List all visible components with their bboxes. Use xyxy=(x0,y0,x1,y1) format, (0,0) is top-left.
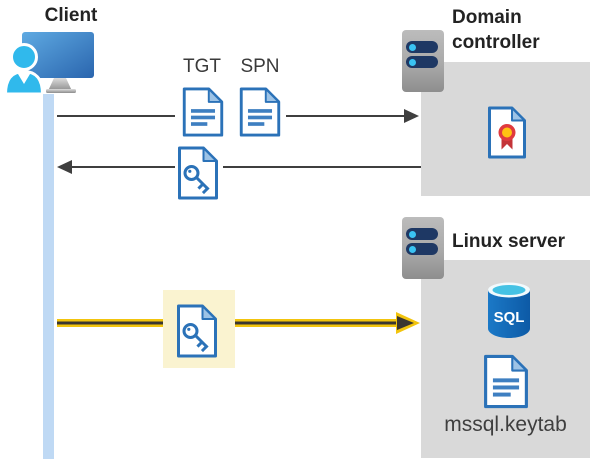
auth-arrowhead-icon xyxy=(397,316,414,330)
certificate-document-icon xyxy=(488,106,526,159)
reply-arrow-line xyxy=(223,166,421,168)
auth-arrow-line xyxy=(235,319,398,327)
tgt-label: TGT xyxy=(183,56,221,77)
server-led-icon xyxy=(409,58,416,66)
server-led-icon xyxy=(409,230,416,238)
linux-server-label: Linux server xyxy=(452,231,565,252)
spn-label: SPN xyxy=(240,56,280,77)
request-arrow-line xyxy=(57,115,175,117)
sql-badge-text: SQL xyxy=(494,309,525,326)
server-led-icon xyxy=(409,245,416,253)
spn-document-icon xyxy=(239,87,281,137)
domain-controller-label: Domain controller xyxy=(452,7,540,53)
request-arrow-line xyxy=(286,115,404,117)
client-label: Client xyxy=(44,5,98,26)
auth-arrow-line xyxy=(57,319,163,327)
linux-server-icon xyxy=(402,217,444,279)
keytab-document-icon xyxy=(484,354,528,409)
domain-controller-server-icon xyxy=(402,30,444,92)
server-led-icon xyxy=(409,43,416,51)
sql-database-icon: SQL xyxy=(488,282,530,338)
user-at-monitor-icon xyxy=(3,32,94,94)
key-document-icon xyxy=(178,146,218,200)
keytab-label: mssql.keytab xyxy=(444,413,567,436)
key-document-icon xyxy=(177,304,217,358)
client-lifeline xyxy=(43,94,54,459)
tgt-document-icon xyxy=(182,87,224,137)
reply-arrow-line xyxy=(72,166,175,168)
request-arrowhead-icon xyxy=(404,109,419,123)
reply-arrowhead-icon xyxy=(57,160,72,174)
